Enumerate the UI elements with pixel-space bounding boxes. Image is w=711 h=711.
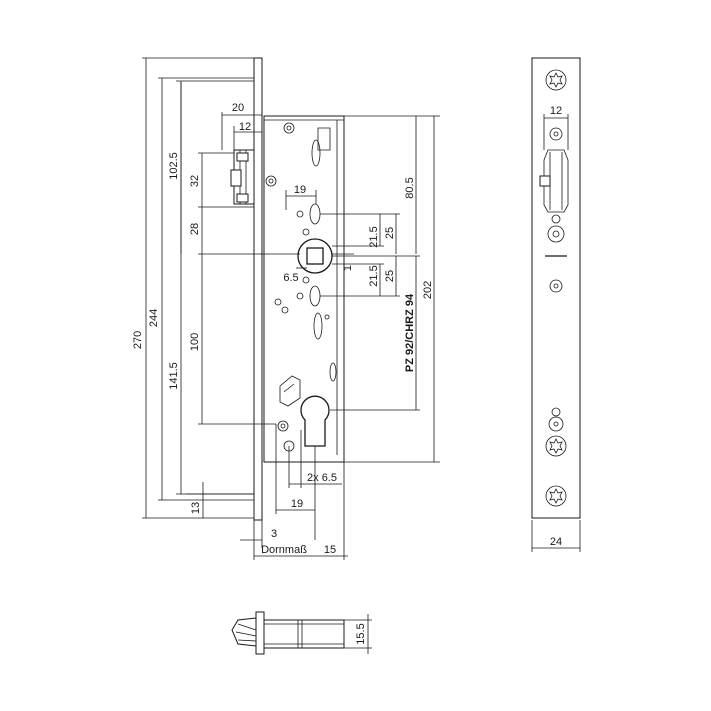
dim-13: 13 (190, 502, 202, 514)
latch-opening (539, 149, 569, 213)
latch-bolt (230, 149, 255, 205)
bottom-view: 15.5 (231, 611, 372, 655)
small-hole (281, 306, 289, 314)
bottom-faceplate-edge (255, 611, 265, 655)
middle-star-screw (545, 435, 567, 457)
cam-lever (279, 375, 301, 407)
spindle-screw (547, 225, 565, 243)
mid-hole (549, 279, 563, 293)
dim-25-upper: 25 (384, 227, 396, 239)
dim-3: 3 (271, 528, 277, 540)
latch-spring-hole (265, 175, 277, 187)
side-dim-24: 24 (550, 536, 562, 548)
dim-12: 12 (239, 121, 251, 133)
faceplate (531, 57, 581, 519)
pin-upper (296, 210, 304, 218)
small-ring (551, 214, 561, 224)
pin-lower (296, 292, 304, 300)
dim-19-top: 19 (294, 184, 306, 196)
dim-21-5-lower: 21.5 (368, 265, 380, 286)
dornmass-label: Dornmaß (261, 544, 307, 556)
dim-141-5: 141.5 (168, 362, 180, 390)
upper-fixing-slot (309, 203, 321, 225)
dim-100: 100 (189, 333, 201, 351)
right-slot (329, 362, 337, 382)
dim-21-5-upper: 21.5 (368, 226, 380, 247)
tiny-hole (324, 314, 330, 320)
dim-19-bottom: 19 (291, 498, 303, 510)
follower-hub (297, 228, 333, 284)
dim-15: 15 (324, 544, 336, 556)
bottom-star-screw (545, 485, 567, 507)
model-label: PZ 92/CHRZ 94 (404, 293, 416, 372)
dim-270: 270 (132, 331, 144, 349)
bottom-case (263, 619, 345, 649)
dim-202: 202 (422, 281, 434, 299)
upper-hole (549, 127, 563, 141)
side-dim-12: 12 (550, 105, 562, 117)
latch-slot (317, 127, 331, 151)
dim-20: 20 (232, 102, 244, 114)
mid-slot (313, 312, 323, 340)
latch-pivot-slot (311, 139, 321, 167)
dim-2x6-5: 2x 6.5 (307, 472, 337, 484)
faceplate-edge (253, 57, 263, 521)
top-screw (283, 122, 295, 134)
side-view-faceplate: 12 24 (531, 57, 581, 552)
dim-80-5: 80.5 (404, 177, 416, 198)
top-star-screw (545, 69, 567, 91)
dim-32: 32 (189, 175, 201, 187)
dim-102-5: 102.5 (168, 152, 180, 180)
front-dimensions: 270 244 141.5 102.5 32 28 100 20 12 (132, 57, 440, 560)
cylinder-profile-hole (300, 395, 330, 447)
dim-1: 1 (342, 265, 354, 271)
lock-case (263, 115, 345, 463)
cylinder-screw (277, 420, 289, 432)
small-hole-left (274, 298, 282, 306)
lower-fixing-slot (309, 285, 321, 307)
dim-6-5: 6.5 (283, 272, 298, 284)
bottom-latch (231, 617, 257, 647)
dim-25-lower: 25 (384, 270, 396, 282)
lower-screw (548, 416, 564, 432)
lower-small-ring (551, 407, 561, 417)
bottom-dim-15-5: 15.5 (355, 623, 367, 644)
dim-244: 244 (148, 309, 160, 327)
dim-28: 28 (189, 223, 201, 235)
